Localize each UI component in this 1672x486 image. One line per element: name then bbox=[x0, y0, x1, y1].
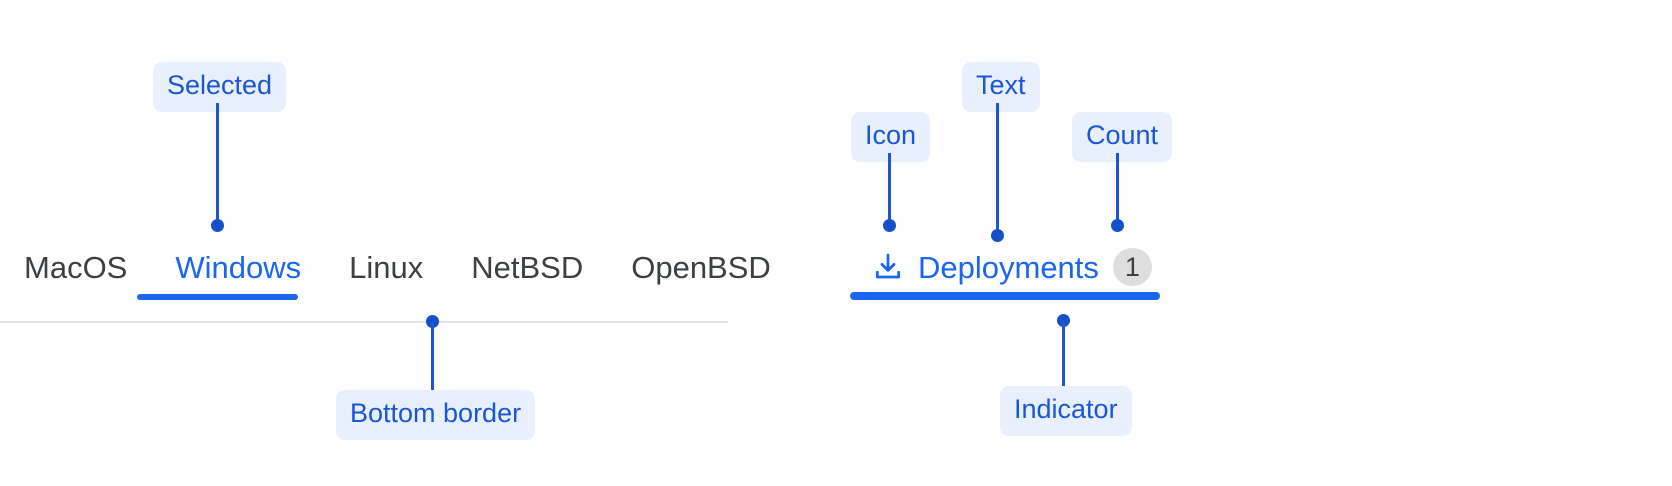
callout-leader-line-selected bbox=[216, 103, 219, 225]
tab-list: MacOS Windows Linux NetBSD OpenBSD bbox=[0, 244, 795, 283]
callout-anchor-dot-indicator bbox=[1057, 314, 1070, 327]
callout-leader-line-text bbox=[996, 103, 999, 233]
tab-openbsd[interactable]: OpenBSD bbox=[607, 244, 795, 283]
download-icon bbox=[872, 251, 904, 283]
tab-deployments-count-badge: 1 bbox=[1112, 248, 1152, 286]
callout-label-bottom-border: Bottom border bbox=[336, 390, 536, 440]
callout-label-text: Text bbox=[962, 62, 1040, 112]
callout-leader-line-bottom-border bbox=[431, 322, 434, 390]
callout-leader-line-indicator bbox=[1062, 321, 1065, 386]
callout-anchor-dot-count bbox=[1111, 219, 1124, 232]
tab-windows[interactable]: Windows bbox=[151, 244, 325, 283]
callout-anchor-dot-icon bbox=[883, 219, 896, 232]
callout-label-count: Count bbox=[1072, 112, 1173, 162]
callout-anchor-dot-bottom-border bbox=[426, 315, 439, 328]
tab-deployments[interactable]: Deployments 1 bbox=[872, 248, 1152, 286]
tab-selected-indicator bbox=[850, 292, 1160, 300]
tab-selected-underline bbox=[137, 294, 298, 300]
callout-leader-line-icon bbox=[888, 153, 891, 225]
tab-netbsd[interactable]: NetBSD bbox=[447, 244, 607, 283]
tab-deployments-label: Deployments bbox=[918, 249, 1099, 285]
tab-macos[interactable]: MacOS bbox=[0, 244, 151, 283]
callout-anchor-dot-selected bbox=[211, 219, 224, 232]
callout-anchor-dot-text bbox=[991, 229, 1004, 242]
callout-leader-line-count bbox=[1116, 153, 1119, 225]
tab-bar-operating-systems: MacOS Windows Linux NetBSD OpenBSD bbox=[0, 244, 771, 323]
callout-label-indicator: Indicator bbox=[1000, 386, 1132, 436]
callout-label-selected: Selected bbox=[153, 62, 287, 112]
callout-label-icon: Icon bbox=[851, 112, 931, 162]
tab-bar-deployments: Deployments 1 bbox=[850, 244, 1160, 323]
tab-linux[interactable]: Linux bbox=[325, 244, 447, 283]
